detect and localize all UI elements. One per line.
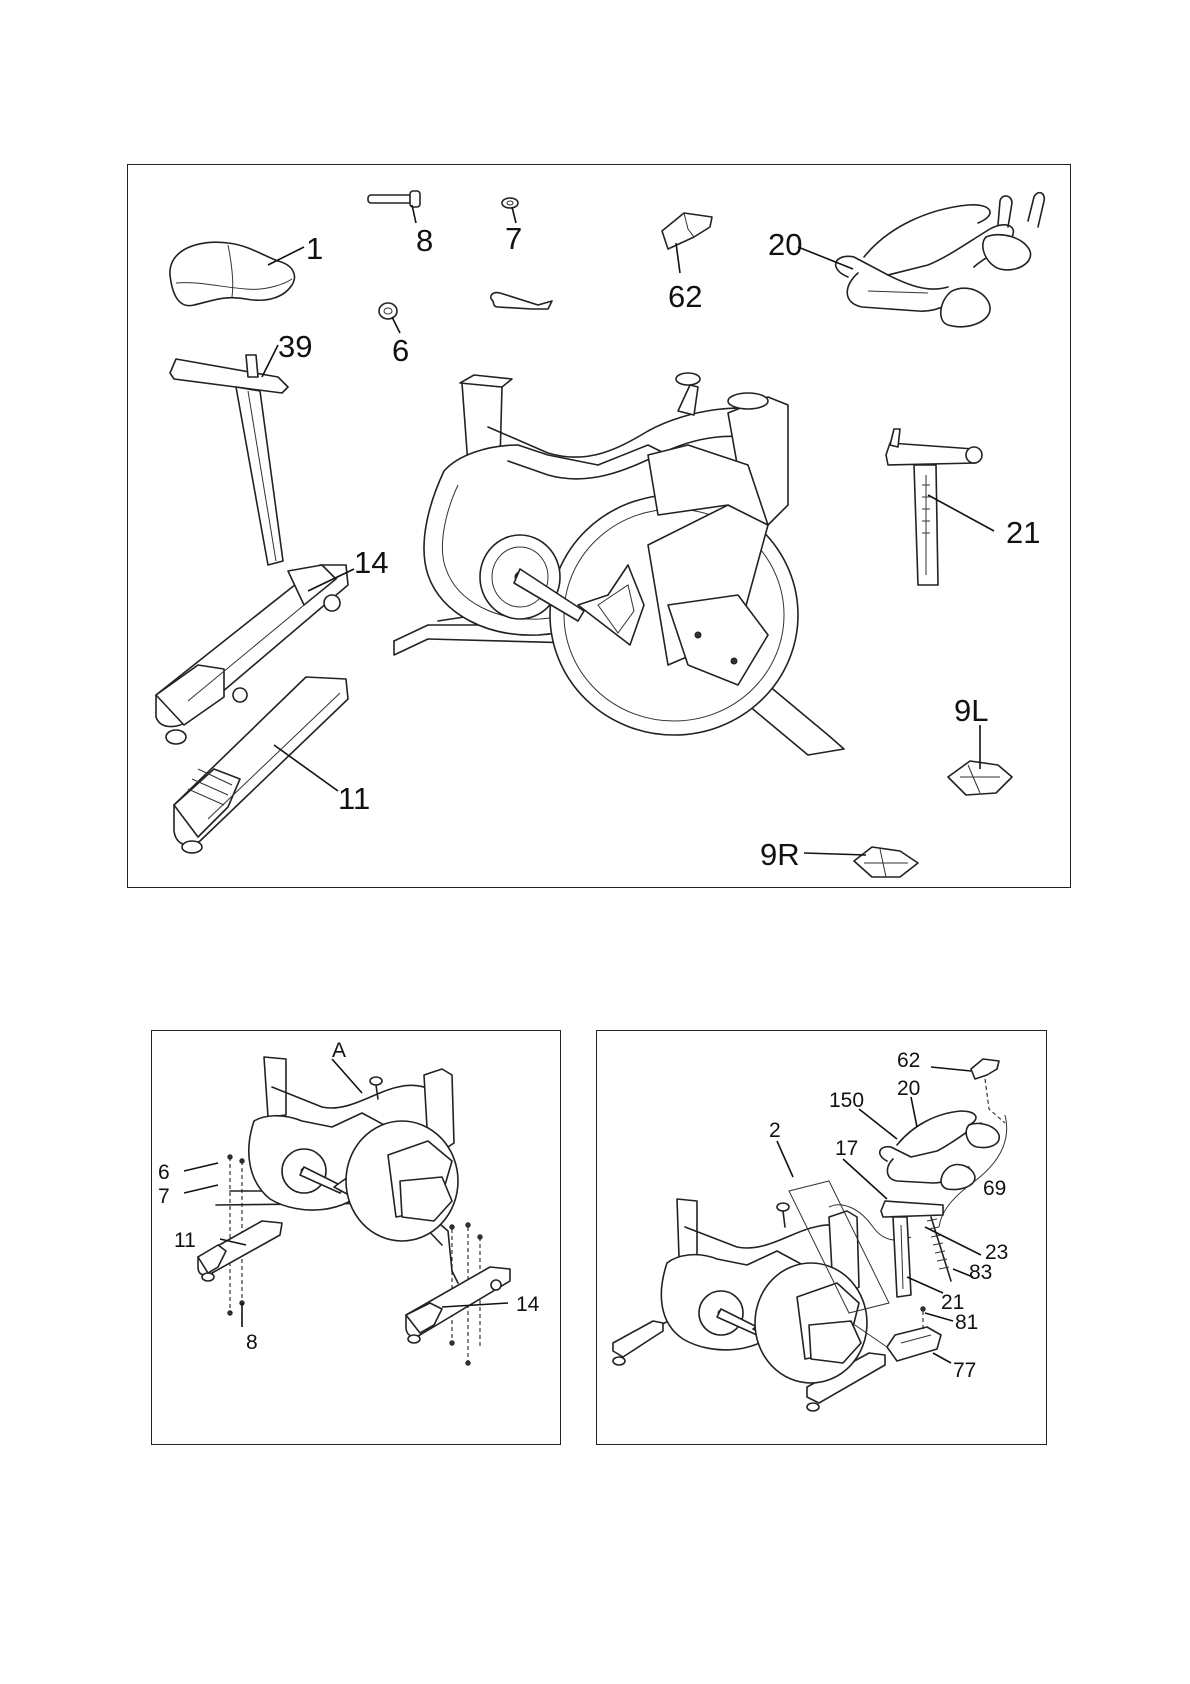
label-washer: 7 [505,221,522,256]
label-right-pedal: 9R [760,837,800,872]
label-handlebar-post: 21 [1006,515,1040,550]
step2-bottle-holder-guide [985,1079,1005,1123]
nut-leader [392,317,400,333]
label-step1-nut: 6 [158,1161,170,1184]
step2-bottle-holder-leader [931,1067,971,1071]
label-axle-bolt: 8 [416,223,433,258]
step2-bottle-holder [971,1059,999,1079]
bike-main-frame [394,373,844,755]
seat-post-leader [262,345,278,377]
right-pedal-part [854,847,918,877]
step2-drawing: 150 20 62 69 2 17 21 83 23 81 77 [597,1031,1046,1444]
parts-overview-drawing: 1 8 7 6 62 20 [128,165,1070,887]
step1-drawing: A 11 14 6 7 8 [152,1031,560,1444]
step2-part-23-leader [925,1227,981,1255]
label-step2-handlebar: 20 [897,1077,920,1100]
step1-nut-leader [184,1163,218,1171]
label-step2-part-77: 77 [953,1359,976,1382]
seat-part [170,242,295,305]
label-step1-rear-stabilizer: 11 [174,1229,196,1252]
step2-assembly-panel: 150 20 62 69 2 17 21 83 23 81 77 [596,1030,1047,1445]
label-step2-screw-81: 81 [955,1311,978,1334]
step1-front-stabilizer [406,1267,510,1343]
step2-part-17-leader [843,1159,887,1199]
step1-rear-stabilizer [198,1221,282,1281]
label-step2-cable-69: 69 [983,1177,1006,1200]
seat-post-part [170,355,288,565]
label-handlebar: 20 [768,227,802,262]
label-step1-A: A [332,1039,346,1062]
label-seat: 1 [306,231,323,266]
step2-handlebar-post-leader [907,1277,943,1293]
handlebar-post-leader [928,495,994,531]
label-step1-bolt: 8 [246,1331,258,1354]
washer-part [502,198,518,208]
label-step2-part-83: 83 [969,1261,992,1284]
label-step1-front-stabilizer: 14 [516,1293,540,1316]
label-front-stabilizer: 14 [354,545,388,580]
step2-part-77-leader [933,1353,951,1363]
right-pedal-leader [804,853,866,855]
label-bottle-holder: 62 [668,279,702,314]
seat-leader [268,247,304,265]
axle-bolt-part [368,191,420,207]
step1-A-leader [332,1059,362,1093]
bottle-holder-leader [676,243,680,273]
label-step2-bottle-holder: 62 [897,1049,920,1072]
label-nut: 6 [392,333,409,368]
bottle-holder-part [662,213,712,249]
step2-cable-150-leader [859,1109,897,1139]
step2-post-2-leader [777,1141,793,1177]
step2-handlebar-post [881,1201,943,1297]
handlebar-part [836,193,1045,327]
step2-screw-81-leader [925,1313,953,1321]
step2-spring-83 [931,1217,951,1281]
step2-bike-frame [613,1199,885,1411]
step2-handlebar-leader [911,1097,917,1127]
label-step2-part-23: 23 [985,1241,1008,1264]
handlebar-leader [798,247,853,269]
label-step2-cable-150: 150 [829,1089,864,1112]
label-left-pedal: 9L [954,693,988,728]
step1-washer-leader [184,1185,218,1193]
rear-stabilizer-leader [274,745,338,791]
nut-part [379,303,397,319]
step1-assembly-panel: A 11 14 6 7 8 [151,1030,561,1445]
label-seat-post: 39 [278,329,312,364]
label-step2-post-2: 2 [769,1119,781,1142]
parts-overview-panel: 1 8 7 6 62 20 [127,164,1071,888]
step2-part-77 [887,1327,941,1361]
spanner-tool [491,293,552,309]
step2-handlebar [880,1111,999,1190]
label-rear-stabilizer: 11 [338,781,370,816]
label-step1-washer: 7 [158,1185,170,1208]
label-step2-part-17: 17 [835,1137,858,1160]
handlebar-post-part [886,429,982,585]
step2-screw-81 [921,1307,925,1311]
